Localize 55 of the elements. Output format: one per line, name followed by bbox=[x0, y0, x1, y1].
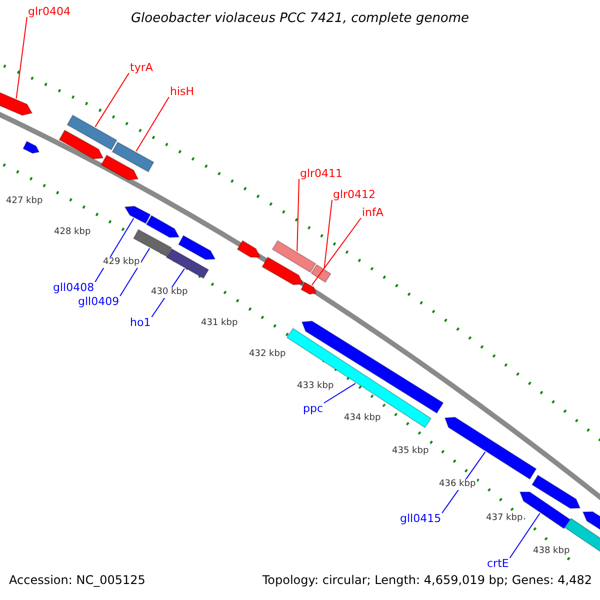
leader-line bbox=[16, 16, 28, 100]
gene-label: hisH bbox=[170, 86, 194, 97]
gene-bar bbox=[166, 248, 210, 279]
position-label: 437 kbp bbox=[485, 513, 524, 524]
gene-feature bbox=[582, 511, 600, 532]
gene-label: glr0404 bbox=[28, 6, 71, 17]
position-label: 430 kbp bbox=[150, 287, 189, 298]
gene-label: gll0415 bbox=[400, 513, 442, 524]
gene-label: crtE bbox=[487, 558, 509, 569]
gene-bar bbox=[272, 240, 316, 273]
position-label: 429 kbp bbox=[102, 257, 141, 268]
position-label: 428 kbp bbox=[53, 227, 92, 238]
footer-note: Accession: NC_005125 bbox=[9, 574, 146, 586]
gene-feature bbox=[124, 206, 151, 224]
gene-feature bbox=[444, 416, 537, 480]
gene-label: tyrA bbox=[130, 62, 153, 73]
gene-label: glr0411 bbox=[300, 168, 343, 179]
position-label: 431 kbp bbox=[200, 318, 239, 329]
gene-bar bbox=[286, 328, 432, 428]
footer-note: Topology: circular; Length: 4,659,019 bp; Genes: 4,482 bbox=[262, 574, 592, 586]
position-label: 438 kbp bbox=[532, 546, 571, 557]
leader-line bbox=[296, 178, 300, 252]
gene-label: ho1 bbox=[130, 317, 151, 328]
gene-label: ppc bbox=[303, 403, 324, 414]
leader-line bbox=[509, 512, 540, 558]
gene-feature bbox=[178, 234, 216, 260]
gene-feature bbox=[58, 130, 104, 160]
leader-line bbox=[120, 248, 150, 296]
leader-line bbox=[94, 72, 130, 128]
gene-feature bbox=[146, 214, 180, 238]
gene-bar bbox=[132, 228, 172, 258]
leader-line bbox=[324, 200, 332, 269]
gene-feature bbox=[531, 474, 581, 509]
gene-label: infA bbox=[362, 207, 384, 218]
gene-feature bbox=[236, 240, 261, 258]
gene-bar bbox=[310, 264, 332, 283]
leader-line bbox=[136, 96, 170, 152]
gene-label: glr0412 bbox=[333, 189, 376, 200]
gene-label: gll0408 bbox=[53, 282, 94, 293]
position-label: 434 kbp bbox=[343, 413, 382, 424]
gene-bar bbox=[112, 142, 154, 172]
gene-label: gll0409 bbox=[78, 296, 120, 307]
position-label: 435 kbp bbox=[391, 446, 430, 457]
gene-feature bbox=[262, 256, 304, 286]
position-label: 432 kbp bbox=[248, 349, 287, 360]
gene-feature bbox=[100, 154, 139, 180]
position-label: 436 kbp bbox=[438, 479, 477, 490]
gene-feature bbox=[22, 140, 40, 154]
gene-feature bbox=[300, 282, 317, 295]
gene-bar bbox=[66, 114, 118, 150]
position-label: 433 kbp bbox=[296, 381, 335, 392]
leader-line bbox=[324, 382, 356, 404]
position-label: 427 kbp bbox=[5, 196, 44, 207]
gene-feature bbox=[0, 90, 33, 116]
leader-line bbox=[311, 218, 362, 286]
